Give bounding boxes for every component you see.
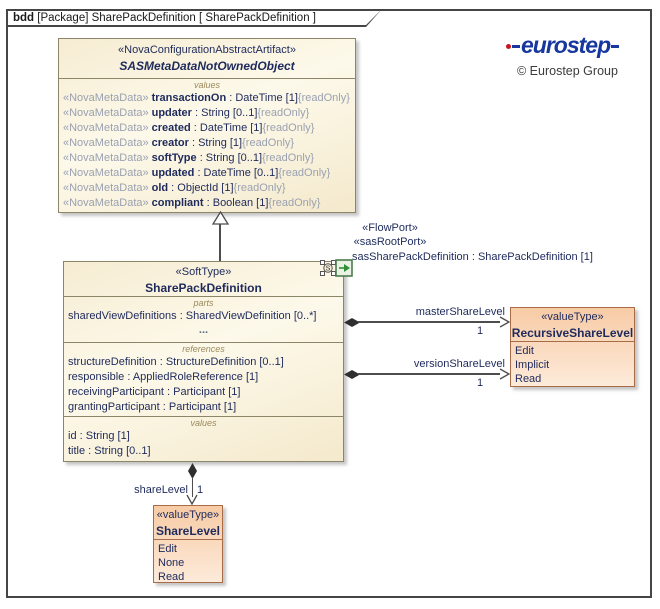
- reference-row: grantingParticipant : Participant [1]: [64, 400, 343, 415]
- association-name-mastersharelevel: masterShareLevel: [355, 306, 505, 318]
- class-stereotype: «valueType»: [154, 508, 222, 523]
- multiplicity-versionsharelevel: 1: [477, 377, 483, 389]
- enum-literal: Implicit: [511, 358, 634, 372]
- compartment-label: values: [59, 79, 355, 91]
- value-row: title : String [0..1]: [64, 444, 343, 459]
- multiplicity-mastersharelevel: 1: [477, 325, 483, 337]
- class-name: SASMetaDataNotOwnedObject: [59, 58, 355, 74]
- generalization-arrowhead: [212, 211, 229, 225]
- parts-compartment: parts sharedViewDefinitions : SharedView…: [64, 297, 343, 343]
- attribute-row: «NovaMetaData»old : ObjectId [1]{readOnl…: [59, 181, 355, 196]
- enum-literal: Edit: [511, 344, 634, 358]
- compartment-label: values: [64, 417, 343, 429]
- composition-diamond: [343, 369, 360, 380]
- class-header: «NovaConfigurationAbstractArtifact» SASM…: [59, 39, 355, 79]
- association-line-versionsharelevel: [358, 373, 500, 375]
- association-name-sharelevel: shareLevel: [118, 484, 188, 496]
- attribute-row: «NovaMetaData»softType : String [0..1]{r…: [59, 151, 355, 166]
- attribute-row: «NovaMetaData»updated : DateTime [0..1]{…: [59, 166, 355, 181]
- port-label: sasSharePackDefinition : SharePackDefini…: [352, 251, 593, 263]
- enum-literal: Read: [511, 372, 634, 386]
- reference-row: structureDefinition : StructureDefinitio…: [64, 355, 343, 370]
- copyright-text: © Eurostep Group: [517, 64, 618, 78]
- class-name: ShareLevel: [154, 523, 222, 539]
- enum-literal: None: [154, 556, 222, 570]
- diagram-title: bdd [Package] SharePackDefinition [ Shar…: [8, 11, 380, 25]
- association-name-versionsharelevel: versionShareLevel: [350, 358, 505, 370]
- port-stereotype-flowport: «FlowPort»: [350, 222, 430, 234]
- logo-dash-icon: [512, 45, 520, 48]
- association-line-mastersharelevel: [358, 321, 500, 323]
- attribute-row: «NovaMetaData»updater : String [0..1]{re…: [59, 106, 355, 121]
- flowport-icon[interactable]: [335, 259, 353, 277]
- more-parts-ellipsis: ...: [64, 324, 343, 336]
- logo-wordmark: eurostep: [521, 32, 610, 59]
- class-header: «valueType» ShareLevel: [154, 506, 222, 540]
- value-row: id : String [1]: [64, 429, 343, 444]
- values-compartment: values id : String [1] title : String [0…: [64, 417, 343, 459]
- reference-row: responsible : AppliedRoleReference [1]: [64, 370, 343, 385]
- values-compartment: values «NovaMetaData»transactionOn : Dat…: [59, 79, 355, 211]
- class-name: RecursiveShareLevel: [511, 325, 634, 341]
- svg-text:S: S: [326, 266, 331, 273]
- logo-dash-icon: [611, 45, 619, 48]
- class-header: «valueType» RecursiveShareLevel: [511, 308, 634, 342]
- attribute-row: «NovaMetaData»compliant : Boolean [1]{re…: [59, 196, 355, 211]
- attribute-row: «NovaMetaData»creator : String [1]{readO…: [59, 136, 355, 151]
- enum-literal: Edit: [154, 542, 222, 556]
- softtype-marker-icon: S: [320, 260, 336, 276]
- class-sasmetadatanotownedobject[interactable]: «NovaConfigurationAbstractArtifact» SASM…: [58, 38, 356, 213]
- references-compartment: references structureDefinition : Structu…: [64, 343, 343, 417]
- eurostep-logo: eurostep: [506, 33, 619, 59]
- enum-literal: Read: [154, 570, 222, 584]
- class-stereotype: «SoftType»: [64, 265, 343, 280]
- attribute-row: «NovaMetaData»transactionOn : DateTime […: [59, 91, 355, 106]
- reference-row: receivingParticipant : Participant [1]: [64, 385, 343, 400]
- part-row: sharedViewDefinitions : SharedViewDefini…: [64, 309, 343, 324]
- compartment-label: parts: [64, 297, 343, 309]
- class-stereotype: «valueType»: [511, 310, 634, 325]
- multiplicity-sharelevel: 1: [197, 484, 203, 496]
- composition-diamond: [343, 317, 360, 328]
- class-stereotype: «NovaConfigurationAbstractArtifact»: [59, 43, 355, 58]
- class-sharepackdefinition[interactable]: «SoftType» SharePackDefinition parts sha…: [63, 261, 344, 462]
- logo-dot-icon: [506, 44, 511, 49]
- class-name: SharePackDefinition: [64, 280, 343, 296]
- class-header: «SoftType» SharePackDefinition: [64, 262, 343, 297]
- port-stereotype-sasrootport: «sasRootPort»: [346, 236, 434, 248]
- compartment-label: references: [64, 343, 343, 355]
- class-recursivesharelevel[interactable]: «valueType» RecursiveShareLevel Edit Imp…: [510, 307, 635, 387]
- literals-compartment: Edit Implicit Read: [511, 342, 634, 386]
- literals-compartment: Edit None Read: [154, 540, 222, 584]
- diagram-title-text: [Package] SharePackDefinition [ SharePac…: [34, 12, 316, 24]
- attribute-row: «NovaMetaData»created : DateTime [1]{rea…: [59, 121, 355, 136]
- generalization-line: [219, 224, 221, 261]
- diagram-kind: bdd: [13, 12, 34, 24]
- class-sharelevel[interactable]: «valueType» ShareLevel Edit None Read: [153, 505, 223, 583]
